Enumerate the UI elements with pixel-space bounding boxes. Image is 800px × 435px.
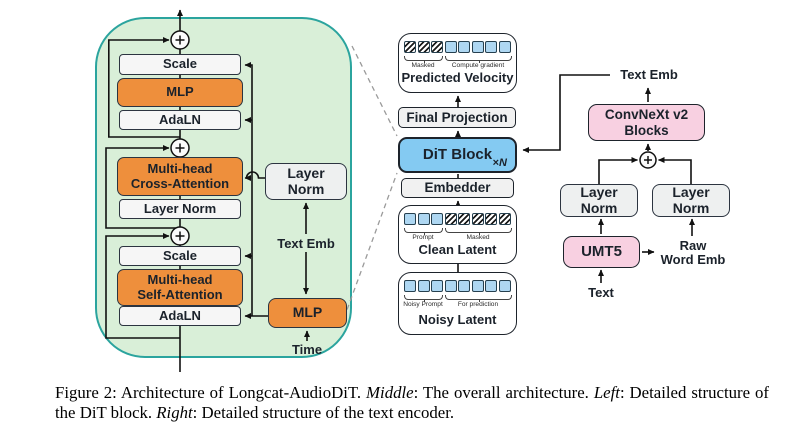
masked-token-cell [403,41,416,53]
brace-prompt [404,228,443,236]
dit-repeat-label: ×N [492,156,507,169]
adaln-bottom-block: AdaLN [119,306,241,326]
latent-token-cell [471,280,484,292]
latent-token-cell [417,280,430,292]
layer-norm-inner-block: Layer Norm [119,199,241,219]
predicted-velocity-tokens [399,41,516,53]
caption-text-run: : Detailed structure of the text encoder… [192,403,455,423]
predicted-velocity-box: Masked Compute gradient Predicted Veloci… [398,33,517,93]
noisy-latent-box: Noisy Prompt For prediction Noisy Latent [398,272,517,335]
latent-token-cell [417,213,430,225]
masked-microlabel: Masked [466,233,490,241]
umt5-block: UMT5 [563,236,640,268]
latent-token-cell [485,41,498,53]
textemb-to-dit [522,74,610,153]
noisy-prompt-microlabel: Noisy Prompt [403,300,443,308]
latent-token-cell [403,280,416,292]
residual-skip-2 [105,145,180,229]
layernorm-right-to-add [658,157,692,184]
text-input-label: Text [588,285,614,300]
latent-token-cell [444,280,457,292]
latent-token-cell [485,280,498,292]
layer-norm-left-block: Layer Norm [560,184,638,217]
latent-token-cell [431,280,444,292]
caption-text-run: Middle [366,383,414,402]
text-emb-label-right: Text Emb [620,67,678,82]
brace-compute-gradient [445,56,512,64]
brace-for-prediction [445,295,512,303]
residual-skip-3 [105,233,180,339]
mlp-side-block: MLP [268,298,347,328]
raw-word-emb-label: Raw Word Emb [660,238,726,268]
scale-top-block: Scale [119,54,241,75]
cross-attention-block: Multi-head Cross-Attention [117,157,243,196]
latent-token-cell [499,280,512,292]
brace-masked [445,228,512,236]
mlp-top-block: MLP [117,78,243,107]
figure-caption: Figure 2: Architecture of Longcat-AudioD… [55,383,769,424]
masked-token-cell [444,213,457,225]
latent-token-cell [431,213,444,225]
layernorm-to-crossattn [244,171,265,181]
zoom-dash-bottom [343,172,398,319]
layer-norm-side-block: Layer Norm [265,163,347,200]
masked-token-cell [458,213,471,225]
dit-block: DiT Block ×N [398,137,517,173]
add-circle-icon [170,226,190,246]
convnext-v2-blocks: ConvNeXt v2 Blocks [588,104,705,141]
masked-microlabel: Masked [411,61,435,69]
latent-token-cell [499,41,512,53]
noisy-latent-title: Noisy Latent [418,312,497,327]
masked-token-cell [499,213,512,225]
compute-gradient-microlabel: Compute gradient [451,61,505,69]
latent-token-cell [458,280,471,292]
clean-latent-title: Clean Latent [418,242,497,257]
for-prediction-microlabel: For prediction [457,300,499,308]
embedder-block: Embedder [401,178,514,198]
caption-text-run: : The overall architecture. [413,383,594,402]
time-label: Time [291,342,323,357]
prompt-microlabel: Prompt [412,233,434,241]
adaln-top-block: AdaLN [119,110,241,130]
brace-masked [404,56,443,64]
clean-latent-tokens [399,213,516,225]
predicted-velocity-title: Predicted Velocity [401,70,514,85]
masked-token-cell [417,41,430,53]
text-emb-label-left: Text Emb [277,236,335,251]
clean-latent-box: Prompt Masked Clean Latent [398,205,517,264]
final-projection-block: Final Projection [398,107,516,128]
add-circle-icon [170,138,190,158]
add-circle-icon [639,151,657,169]
scale-bottom-block: Scale [119,246,241,266]
add-circle-icon [170,30,190,50]
masked-token-cell [485,213,498,225]
cond-line-scale-top [244,62,253,316]
caption-text-run: Right [156,403,193,423]
latent-token-cell [471,41,484,53]
residual-skip-1 [108,37,180,138]
layer-norm-right-block: Layer Norm [652,184,730,217]
latent-token-cell [444,41,457,53]
masked-token-cell [431,41,444,53]
noisy-latent-tokens [399,280,516,292]
latent-token-cell [458,41,471,53]
masked-token-cell [471,213,484,225]
dit-block-label: DiT Block [422,145,493,163]
caption-text-run: Left [593,383,620,402]
latent-token-cell [403,213,416,225]
self-attention-block: Multi-head Self-Attention [117,269,243,306]
caption-text-run: Figure 2: Architecture of Longcat-AudioD… [55,383,367,402]
zoom-dash-top [351,45,398,137]
layernorm-left-to-add [598,157,638,184]
brace-noisy-prompt [404,295,443,303]
caption-text-run: : Detailed structure of the DiT block. [55,383,769,423]
